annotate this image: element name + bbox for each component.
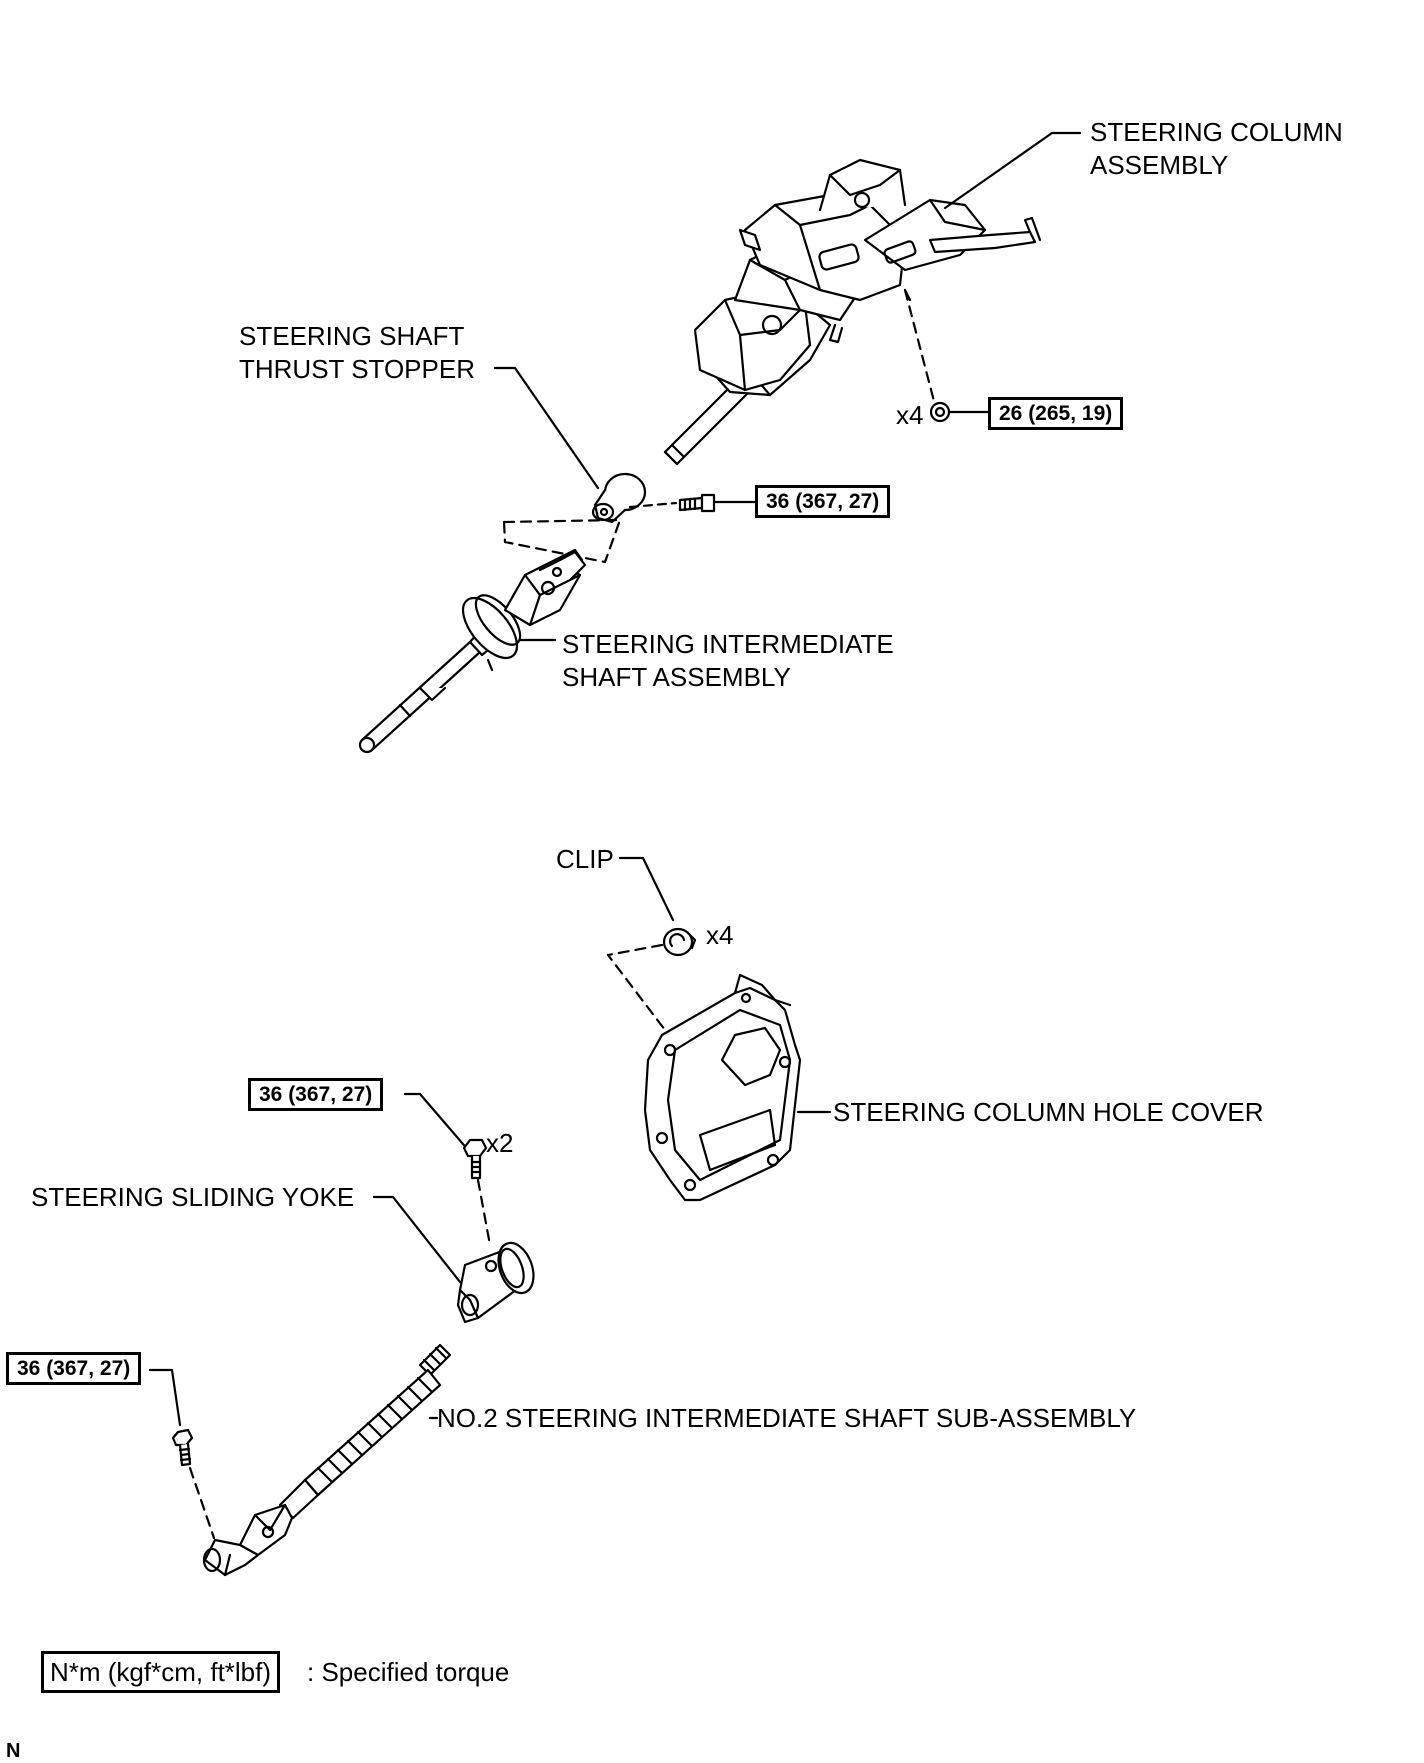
no2-shaft-icon: [202, 1343, 452, 1577]
dash-parallelogram: [502, 518, 622, 564]
leader-no2-bolt: [148, 1368, 182, 1427]
legend-text: : Specified torque: [307, 1657, 510, 1687]
thrust-stopper-icon: [591, 472, 647, 524]
dash-clip-cover: [606, 943, 667, 1032]
label-thrust-stopper-1: STEERING SHAFT: [239, 321, 465, 351]
leader-yoke-bolt: [403, 1092, 477, 1160]
dash-column-nut: [903, 288, 937, 407]
label-no2-shaft: NO.2 STEERING INTERMEDIATE SHAFT SUB-ASS…: [437, 1403, 1137, 1433]
leader-clip: [618, 856, 675, 922]
bolt-icon: [678, 493, 762, 513]
qty-clips: x4: [706, 920, 734, 950]
legend-torque-box: N*m (kgf*cm, ft*lbf): [41, 1651, 281, 1693]
steering-column-icon: [663, 158, 1042, 466]
label-clip: CLIP: [556, 844, 614, 874]
hole-cover-icon: [643, 973, 802, 1202]
dash-yoke-bolt: [476, 1178, 492, 1247]
leader-sliding-yoke: [372, 1195, 462, 1284]
label-steering-column-2: ASSEMBLY: [1090, 150, 1229, 180]
corner-mark: N: [6, 1740, 21, 1762]
label-hole-cover: STEERING COLUMN HOLE COVER: [833, 1097, 1264, 1127]
label-steering-column-1: STEERING COLUMN: [1090, 117, 1343, 147]
torque-yoke-bolt: 36 (367, 27): [248, 1078, 384, 1111]
torque-thrust-stopper-bolt: 36 (367, 27): [755, 485, 891, 518]
dash-no2-bolt: [188, 1466, 216, 1540]
dash-thrust-bolt: [628, 501, 678, 509]
intermediate-shaft-icon: [358, 548, 587, 754]
bolt-icon: [462, 1138, 488, 1180]
sliding-yoke-icon: [456, 1241, 535, 1324]
clip-icon: [662, 927, 697, 957]
torque-column-nut: 26 (265, 19): [988, 397, 1124, 430]
nut-icon: [929, 401, 992, 423]
leader-thrust-stopper: [493, 366, 600, 490]
label-thrust-stopper-2: THRUST STOPPER: [239, 354, 475, 384]
label-intermediate-shaft-1: STEERING INTERMEDIATE: [562, 629, 894, 659]
label-sliding-yoke: STEERING SLIDING YOKE: [31, 1182, 355, 1212]
torque-no2-shaft-bolt: 36 (367, 27): [6, 1352, 142, 1385]
qty-yoke-bolts: x2: [486, 1128, 514, 1158]
bolt-icon: [171, 1428, 194, 1467]
qty-column-nuts: x4: [896, 400, 924, 430]
leader-steering-column: [943, 131, 1082, 210]
label-intermediate-shaft-2: SHAFT ASSEMBLY: [562, 662, 791, 692]
